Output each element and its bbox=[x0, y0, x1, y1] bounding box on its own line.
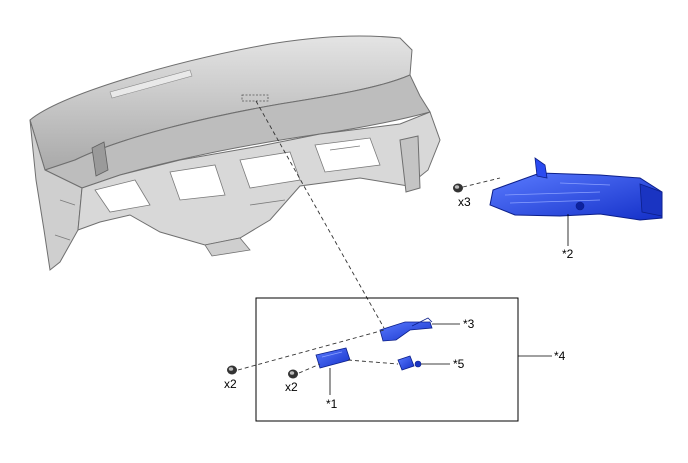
subassembly-frame bbox=[255, 297, 519, 422]
part-2-duct bbox=[489, 157, 663, 246]
leader-part1-part5 bbox=[347, 359, 399, 365]
part-3-bracket bbox=[379, 317, 460, 342]
clip-icon bbox=[288, 369, 298, 379]
quantity-clip-left: x2 bbox=[224, 377, 237, 391]
leader-clip-mid bbox=[298, 363, 321, 374]
leader-dash-to-bracket bbox=[255, 100, 385, 329]
instrument-panel bbox=[29, 35, 441, 271]
part-5-clip bbox=[397, 355, 450, 371]
callout-1-label: *1 bbox=[326, 397, 338, 411]
clip-icon bbox=[453, 183, 463, 193]
leader-duct-clip bbox=[462, 177, 501, 188]
callout-2-label: *2 bbox=[562, 247, 574, 261]
callout-3-label: *3 bbox=[463, 317, 475, 331]
quantity-clip-mid: x2 bbox=[285, 380, 298, 394]
part-1-panel bbox=[315, 347, 351, 395]
leader-clip-left bbox=[237, 329, 385, 371]
clip-icon bbox=[227, 365, 237, 375]
callout-4-label: *4 bbox=[554, 349, 566, 363]
callout-5-label: *5 bbox=[453, 357, 465, 371]
quantity-clip-duct: x3 bbox=[458, 195, 471, 209]
